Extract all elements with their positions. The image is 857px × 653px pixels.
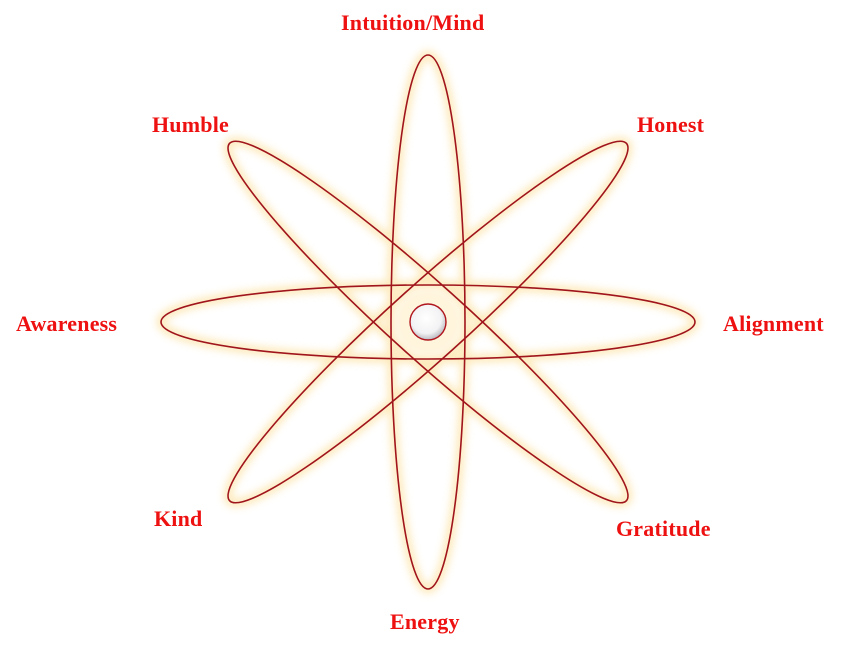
orbit-diagonal-up [227,140,629,504]
orbit-horizontal [160,284,696,360]
orbit-diagonal-down [227,140,629,504]
label-energy: Energy [390,609,460,634]
orbit-stroke-layer [160,54,696,590]
nucleus [409,303,447,341]
label-awareness: Awareness [16,311,118,336]
label-gratitude: Gratitude [616,516,711,541]
label-honest: Honest [637,112,705,137]
orbit-vertical [390,54,466,590]
label-kind: Kind [154,506,203,531]
label-humble: Humble [152,112,229,137]
label-intuition-mind: Intuition/Mind [341,10,485,35]
label-alignment: Alignment [723,311,824,336]
